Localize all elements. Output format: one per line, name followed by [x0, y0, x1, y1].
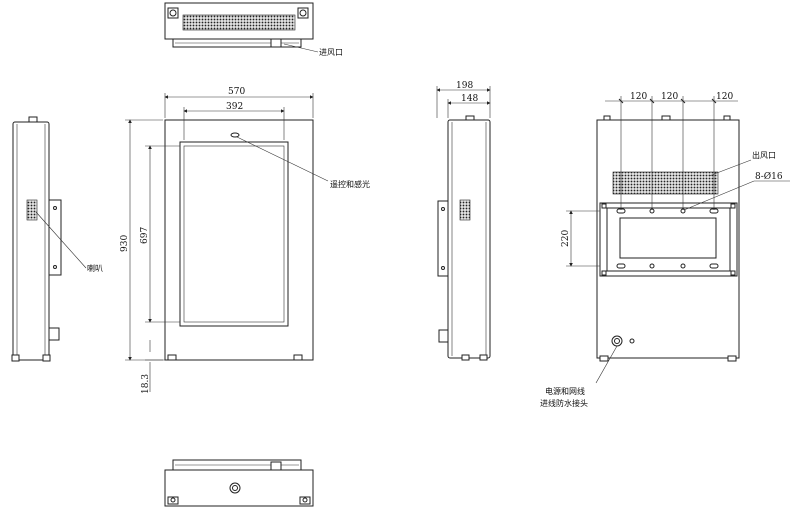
dim-570: 570 — [228, 87, 245, 97]
speaker-label: 喇叭 — [87, 263, 103, 273]
power-network-label-line1: 电源和网线 — [545, 386, 585, 396]
back-view: 120 120 120 220 出风口 8-Ø16 电源和网线 进线防水接头 — [540, 92, 790, 408]
dim-120-b: 120 — [661, 92, 678, 102]
side-vent-grill — [459, 199, 471, 221]
speaker-grill — [26, 199, 38, 221]
air-inlet-label: 进风口 — [319, 48, 343, 57]
right-side-view: 198 148 — [436, 81, 491, 361]
dim-120-a: 120 — [630, 92, 647, 102]
air-outlet-label: 出风口 — [752, 150, 776, 160]
outlet-grill — [612, 171, 719, 195]
top-view: 进风口 — [164, 2, 343, 57]
left-side-view: 喇叭 — [11, 116, 103, 362]
dim-18-3: 18.3 — [141, 374, 151, 394]
dim-220: 220 — [561, 230, 571, 247]
front-view: 遥控和感光 570 392 930 697 18.3 — [120, 87, 370, 394]
dim-930: 930 — [120, 235, 130, 252]
dim-198: 198 — [456, 81, 473, 91]
dim-697: 697 — [140, 227, 150, 244]
power-network-label-line2: 进线防水接头 — [540, 398, 588, 408]
remote-sensor-label: 遥控和感光 — [330, 179, 370, 189]
dim-392: 392 — [226, 102, 243, 112]
bottom-view — [164, 459, 314, 507]
inlet-grill — [182, 14, 296, 31]
holes-8-d16-label: 8-Ø16 — [755, 171, 783, 182]
dim-148: 148 — [461, 94, 478, 104]
dim-120-c: 120 — [716, 92, 733, 102]
